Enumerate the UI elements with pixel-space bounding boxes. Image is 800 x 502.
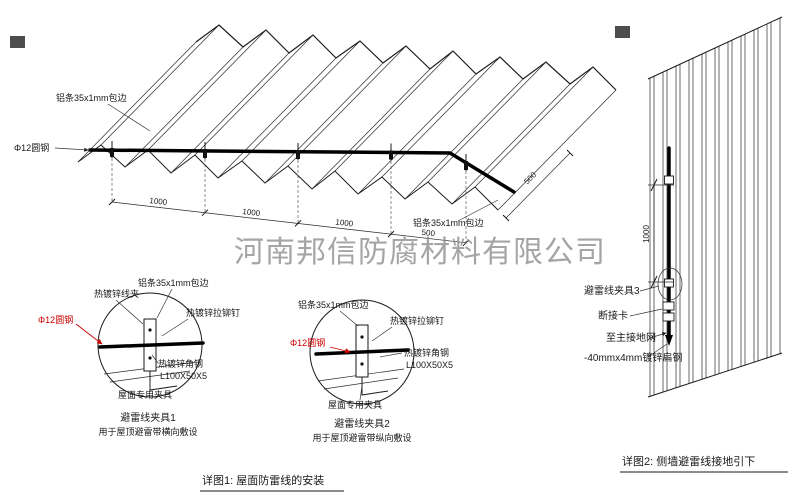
detail-circle-2: 铝条35x1mm包边 热镀锌拉铆钉 Φ12圆钢 热镀锌角钢 L100X50X5 … (290, 299, 453, 443)
detail1-label-alu: 铝条35x1mm包边 (138, 277, 209, 288)
detail1-title: 避雷线夹具1 (120, 411, 176, 424)
detail2-subtitle: 用于屋顶避雷带纵向敷设 (312, 432, 411, 443)
detail2-label-angle-spec: L100X50X5 (406, 360, 453, 370)
wall-clamp-lower (664, 278, 674, 288)
clamp3-detail-ellipse (657, 267, 683, 301)
roof-wire-clamps (110, 141, 468, 171)
detail2-label-rivet: 热镀锌拉铆钉 (390, 315, 444, 326)
lightning-wire (88, 148, 516, 194)
dim-500-a: 500 (421, 228, 436, 239)
detail1-label-roof-clamp: 屋面专用夹具 (118, 389, 172, 400)
captions: 详图1: 屋面防雷线的安装 详图2: 侧墙避雷线接地引下 (200, 454, 788, 492)
wall-label-to-ground: 至主接地网 (606, 331, 656, 344)
wall-elevation-drawing: 1000 避雷线夹具3 断接卡 至主接地网 -40mmx4mm镀锌扁钢 (584, 16, 783, 398)
detail1-label-angle-steel: 热镀锌角钢 (158, 358, 203, 369)
disconnect-link-top (662, 301, 675, 311)
roof-dimensions: 1000 1000 1000 500 500 (108, 149, 574, 247)
label-alu-strip-right: 铝条35x1mm包边 (413, 217, 484, 228)
dim-1000-a: 1000 (149, 196, 168, 207)
detail1-label-wire-clamp: 热镀锌线夹 (94, 288, 139, 299)
caption-detail2: 详图2: 侧墙避雷线接地引下 (622, 454, 755, 468)
wall-label-disconnect: 断接卡 (598, 309, 628, 322)
detail2-wire (314, 348, 410, 356)
detail1-label-rivet: 热镀锌拉铆钉 (186, 307, 240, 318)
dim-1000-b: 1000 (242, 207, 261, 218)
stamp-box-left (10, 36, 25, 48)
detail1-wire (98, 341, 205, 349)
disconnect-link-bottom (662, 312, 675, 322)
wall-label-clamp3: 避雷线夹具3 (584, 284, 640, 297)
detail2-label-roof-clamp: 屋面专用夹具 (328, 399, 382, 410)
stamp-box-right (615, 26, 630, 38)
label-round-steel: Φ12圆钢 (14, 142, 49, 153)
detail1-label-angle-spec: L100X50X5 (160, 371, 207, 381)
dim-1000-c: 1000 (335, 218, 354, 229)
detail2-label-round-steel: Φ12圆钢 (290, 337, 325, 348)
conductor-arrow-down (665, 335, 673, 346)
label-alu-strip-top: 铝条35x1mm包边 (56, 92, 127, 103)
wall-label-flat-steel: -40mmx4mm镀锌扁钢 (584, 351, 682, 364)
detail2-title: 避雷线夹具2 (334, 417, 390, 430)
roof-isometric-drawing (77, 24, 617, 243)
roof-labels: 铝条35x1mm包边 Φ12圆钢 铝条35x1mm包边 (14, 92, 499, 228)
detail1-label-round-steel: Φ12圆钢 (38, 314, 73, 325)
detail-circle-1: 热镀锌线夹 铝条35x1mm包边 热镀锌拉铆钉 Φ12圆钢 热镀锌角钢 L100… (38, 277, 240, 437)
dim-500-eave: 500 (522, 170, 538, 186)
detail2-label-alu: 铝条35x1mm包边 (298, 299, 369, 310)
detail2-label-angle-steel: 热镀锌角钢 (404, 347, 449, 358)
wall-dim-1000: 1000 (642, 225, 651, 243)
detail1-subtitle: 用于屋顶避雷带横向敷设 (98, 426, 197, 437)
company-watermark: 河南邦信防腐材料有限公司 (234, 236, 606, 269)
wall-clamp-upper (664, 175, 674, 185)
caption-detail1: 详图1: 屋面防雷线的安装 (202, 473, 324, 487)
